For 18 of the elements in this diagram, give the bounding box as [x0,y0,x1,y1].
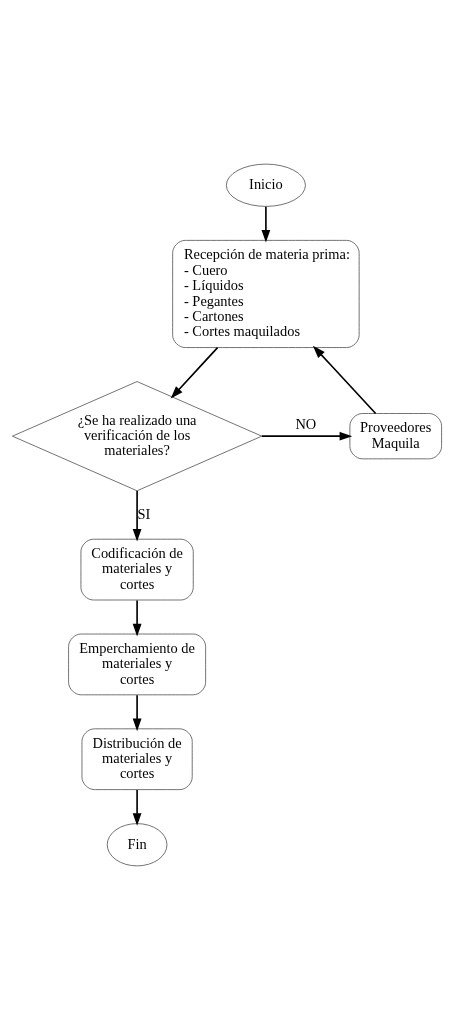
arrow [132,599,142,636]
arrow [132,788,142,826]
node-ellipse: Inicio [225,163,306,207]
arrow [132,489,142,542]
node-box: Distribución de materiales y cortes [81,727,193,790]
node-diamond: ¿Se ha realizado una verificación de los materiales? [12,380,263,491]
edge-label: SI [137,505,151,522]
arrow [261,431,353,441]
node-box: Codificación de materiales y cortes [80,538,194,600]
arrow [132,693,142,731]
arrow [312,345,377,414]
arrow [261,205,271,243]
node-box: Proveedores Maquila [349,412,442,459]
node-box: Recepción de materia prima: - Cuero - Líquidos - Pegantes - Cartones - Cortes maquilados [172,239,360,348]
node-ellipse: Fin [106,822,168,866]
node-box: Emperchamiento de materiales y cortes [68,633,207,695]
edge-label: NO [295,415,317,432]
arrow [170,346,219,399]
